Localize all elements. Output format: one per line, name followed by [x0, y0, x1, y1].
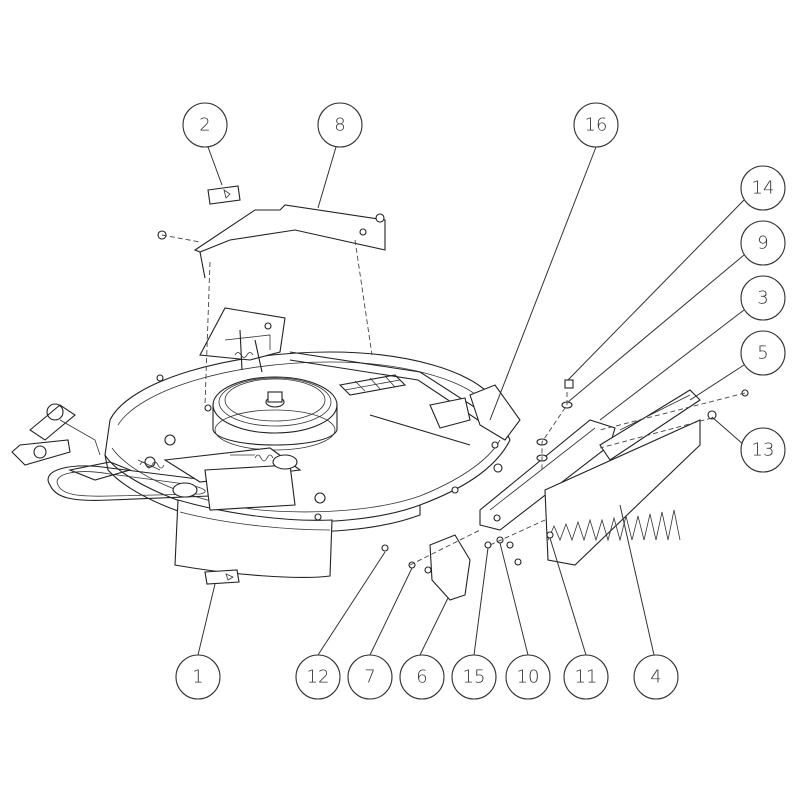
deflector-plate — [544, 389, 701, 566]
pivot-bracket — [199, 307, 286, 373]
svg-text:9: 9 — [757, 233, 768, 254]
svg-text:2: 2 — [199, 115, 210, 136]
svg-text:12: 12 — [307, 667, 330, 688]
svg-text:3: 3 — [757, 288, 768, 309]
callout-6: 6 — [399, 654, 445, 700]
callout-15: 15 — [451, 654, 497, 700]
callout-5: 5 — [740, 330, 786, 376]
svg-text:6: 6 — [416, 667, 427, 688]
bottom-decal — [204, 569, 240, 585]
cover-plate — [429, 534, 471, 601]
svg-text:4: 4 — [650, 667, 661, 688]
leader-lines — [197, 146, 745, 656]
svg-text:14: 14 — [752, 178, 775, 199]
callout-12: 12 — [295, 654, 341, 700]
svg-text:10: 10 — [517, 667, 540, 688]
hardware — [156, 213, 749, 574]
explode-lines — [161, 234, 746, 566]
top-guard — [193, 204, 386, 279]
drive-pulley — [212, 376, 338, 451]
callout-1: 1 — [175, 654, 221, 700]
callout-4: 4 — [633, 654, 679, 700]
idler-assembly — [139, 447, 302, 511]
linkage-arm — [11, 403, 161, 481]
svg-text:7: 7 — [364, 667, 375, 688]
callout-8: 8 — [317, 102, 363, 148]
callout-9: 9 — [740, 220, 786, 266]
svg-text:15: 15 — [463, 667, 486, 688]
svg-text:16: 16 — [585, 115, 608, 136]
callout-16: 16 — [573, 102, 619, 148]
svg-text:13: 13 — [752, 440, 775, 461]
svg-text:1: 1 — [192, 667, 203, 688]
callout-3: 3 — [740, 275, 786, 321]
callout-11: 11 — [563, 654, 609, 700]
side-bracket — [429, 384, 521, 441]
callout-2: 2 — [182, 102, 228, 148]
callout-14: 14 — [740, 165, 786, 211]
callout-7: 7 — [347, 654, 393, 700]
warning-decal — [207, 185, 241, 205]
vent-grid — [338, 374, 407, 396]
svg-text:5: 5 — [757, 343, 768, 364]
callout-13: 13 — [740, 427, 786, 473]
callout-10: 10 — [505, 654, 551, 700]
svg-text:8: 8 — [334, 115, 345, 136]
svg-text:11: 11 — [575, 667, 598, 688]
